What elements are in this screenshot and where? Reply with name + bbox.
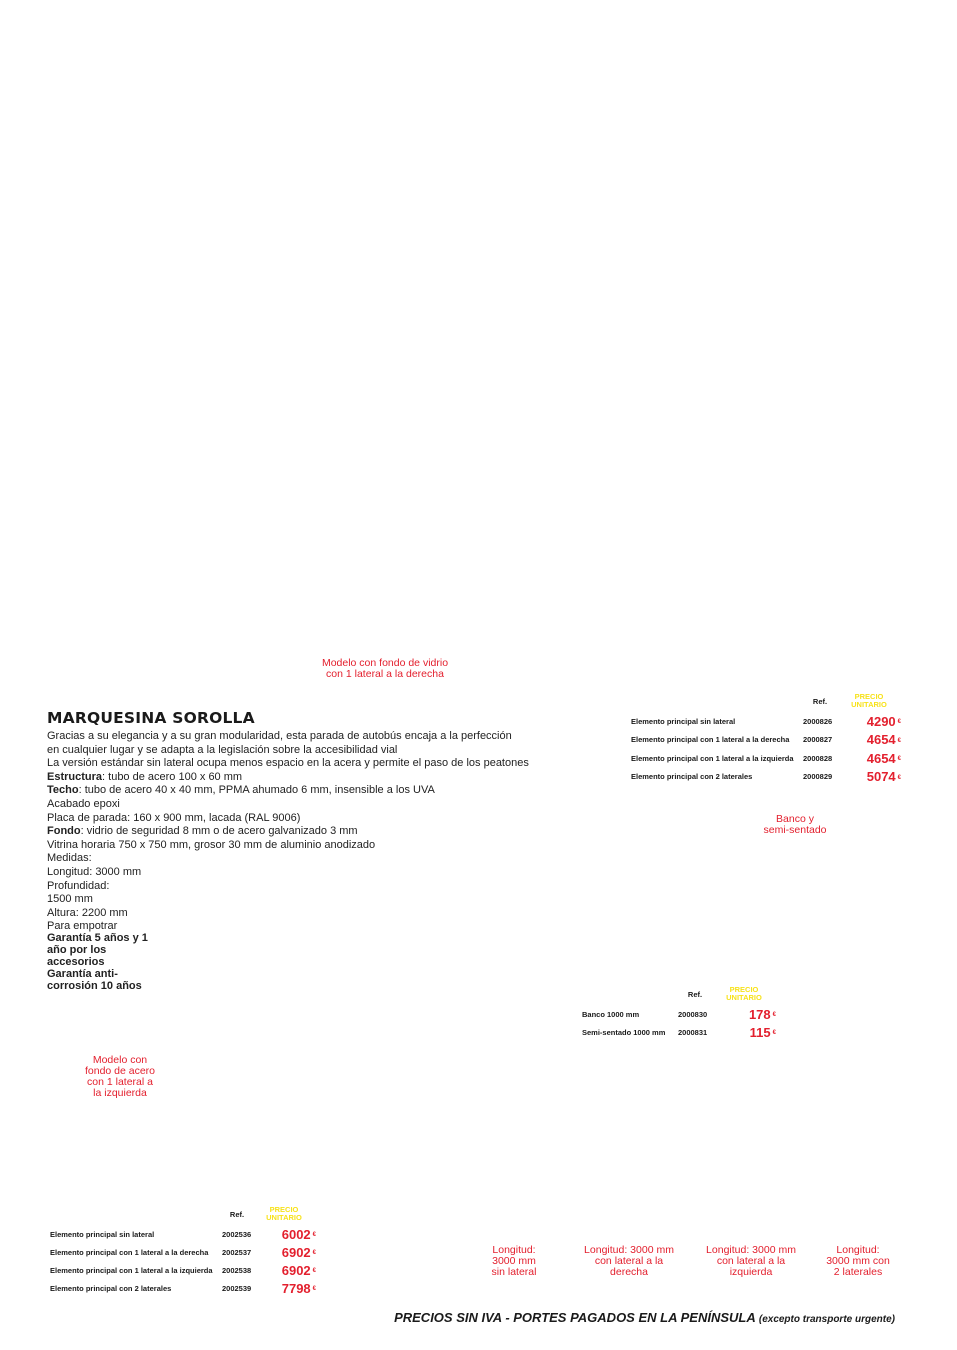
table-row: Elemento principal con 1 lateral a la iz… — [50, 1262, 316, 1278]
product-title: MARQUESINA SOROLLA — [47, 709, 255, 727]
header-precio: PRECIO UNITARIO — [266, 1205, 302, 1222]
caption-steel-model: Modelo con fondo de acero con 1 lateral … — [84, 1054, 156, 1099]
header-ref: Ref. — [229, 1209, 245, 1219]
price-table-steel: Ref. PRECIO UNITARIO Elemento principal … — [50, 1203, 316, 1297]
header-precio: PRECIO UNITARIO — [851, 692, 887, 709]
table-row: Elemento principal con 2 laterales 20025… — [50, 1280, 316, 1296]
spec-techo: Techo: tubo de acero 40 x 40 mm, PPMA ah… — [47, 784, 435, 797]
price-table-glass: Ref. PRECIO UNITARIO Elemento principal … — [631, 690, 901, 786]
table-row: Banco 1000 mm 2000830 178€ — [582, 1006, 776, 1022]
caption-length-two-laterals: Longitud: 3000 mm con 2 laterales — [826, 1244, 890, 1278]
header-ref: Ref. — [687, 989, 703, 999]
table-row: Elemento principal sin lateral 2000826 4… — [631, 713, 901, 729]
caption-length-left-lateral: Longitud: 3000 mm con lateral a la izqui… — [706, 1244, 796, 1278]
spec-estructura: Estructura: tubo de acero 100 x 60 mm — [47, 770, 243, 783]
table-row: Elemento principal con 1 lateral a la de… — [631, 732, 901, 748]
steel-rows: Elemento principal sin lateral 2002536 6… — [50, 1225, 316, 1297]
product-description: Gracias a su elegancia y a su gran modul… — [47, 730, 567, 992]
header-ref: Ref. — [812, 696, 828, 706]
header-precio: PRECIO UNITARIO — [726, 985, 762, 1002]
caption-length-right-lateral: Longitud: 3000 mm con lateral a la derec… — [584, 1244, 674, 1278]
footer-pricing-note: PRECIOS SIN IVA - PORTES PAGADOS EN LA P… — [394, 1310, 895, 1325]
price-table-bench: Ref. PRECIO UNITARIO Banco 1000 mm 20008… — [582, 983, 776, 1041]
bench-rows: Banco 1000 mm 2000830 178€ Semi-sentado … — [582, 1005, 776, 1041]
glass-rows: Elemento principal sin lateral 2000826 4… — [631, 712, 901, 786]
caption-bench: Banco y semi-sentado — [763, 813, 827, 836]
table-row: Elemento principal con 1 lateral a la de… — [50, 1244, 316, 1260]
spec-fondo: Fondo: vidrio de seguridad 8 mm o de ace… — [47, 825, 358, 838]
table-row: Semi-sentado 1000 mm 2000831 115€ — [582, 1024, 776, 1040]
warranty: Garantía 5 años y 1 año por los accesori… — [47, 932, 148, 993]
table-row: Elemento principal sin lateral 2002536 6… — [50, 1226, 316, 1242]
table-row: Elemento principal con 2 laterales 20008… — [631, 769, 901, 785]
caption-glass-model: Modelo con fondo de vidrio con 1 lateral… — [321, 657, 449, 680]
caption-length-no-lateral: Longitud: 3000 mm sin lateral — [491, 1244, 537, 1278]
table-row: Elemento principal con 1 lateral a la iz… — [631, 750, 901, 766]
